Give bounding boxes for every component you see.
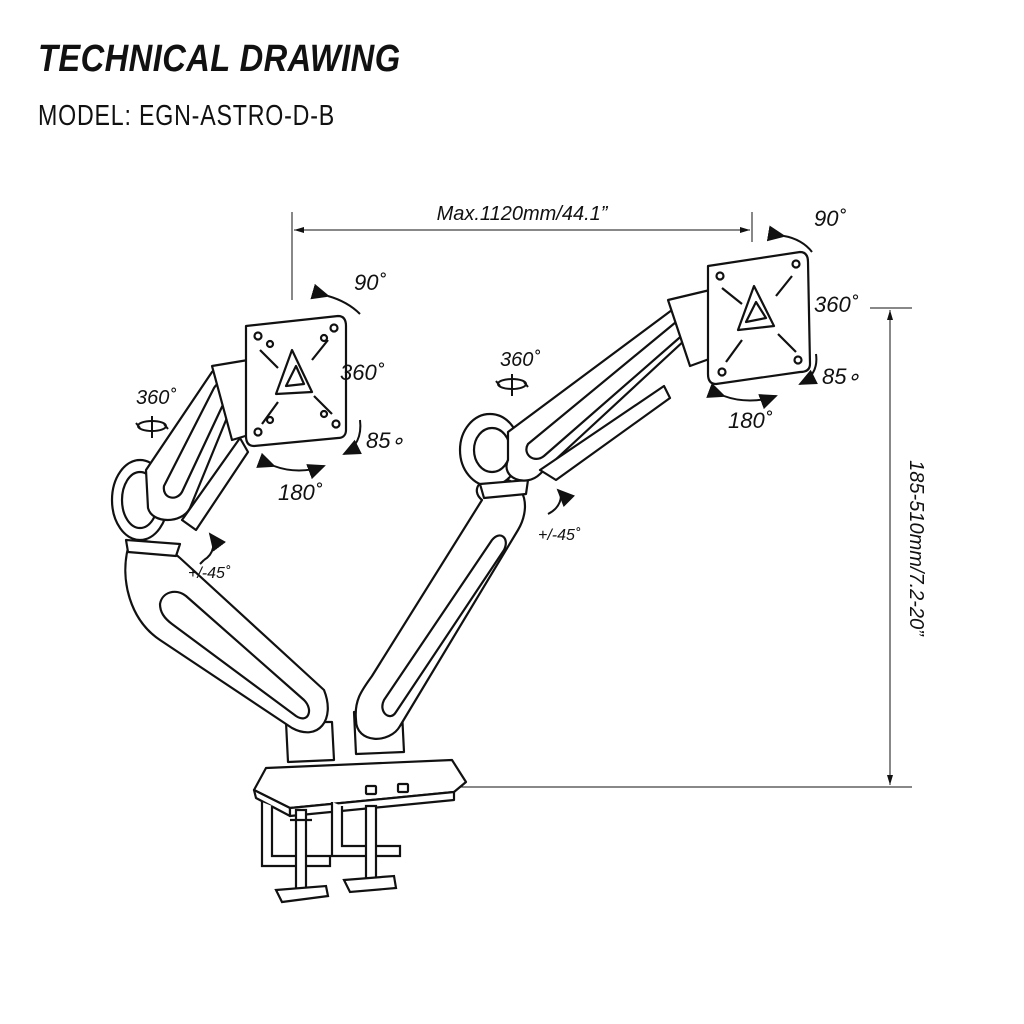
right-pivot-label: 360˚ — [500, 349, 540, 371]
right-arm-rotation-marks — [495, 225, 818, 515]
left-swivel-label: 180˚ — [278, 480, 323, 505]
right-elbow-label: +/-45˚ — [538, 527, 581, 544]
right-swivel-label: 180˚ — [728, 408, 773, 433]
right-tilt-label: 90˚ — [814, 206, 846, 231]
model-number: MODEL: EGN-ASTRO-D-B — [38, 100, 335, 132]
left-elbow-label: +/-45˚ — [188, 565, 231, 582]
left-arm-rotation-marks — [135, 283, 362, 565]
right-arm — [352, 250, 812, 756]
height-dimension: 185-510mm/7.2-20” — [460, 307, 927, 788]
right-clamp — [330, 802, 402, 894]
left-tilt-label: 90˚ — [354, 270, 386, 295]
height-label: 185-510mm/7.2-20” — [905, 460, 927, 637]
left-rotate-label: 360˚ — [340, 360, 385, 385]
page-title: TECHNICAL DRAWING — [38, 38, 401, 80]
right-swivel-down-label: 85∘ — [822, 364, 860, 389]
left-pivot-label: 360˚ — [136, 387, 176, 409]
left-swivel-down-label: 85∘ — [366, 428, 404, 453]
left-clamp — [260, 802, 332, 904]
desk-base — [252, 758, 468, 818]
right-rotate-label: 360˚ — [814, 292, 859, 317]
width-dimension: Max.1120mm/44.1” — [291, 203, 753, 300]
width-label: Max.1120mm/44.1” — [437, 203, 609, 225]
left-arm — [110, 314, 348, 764]
